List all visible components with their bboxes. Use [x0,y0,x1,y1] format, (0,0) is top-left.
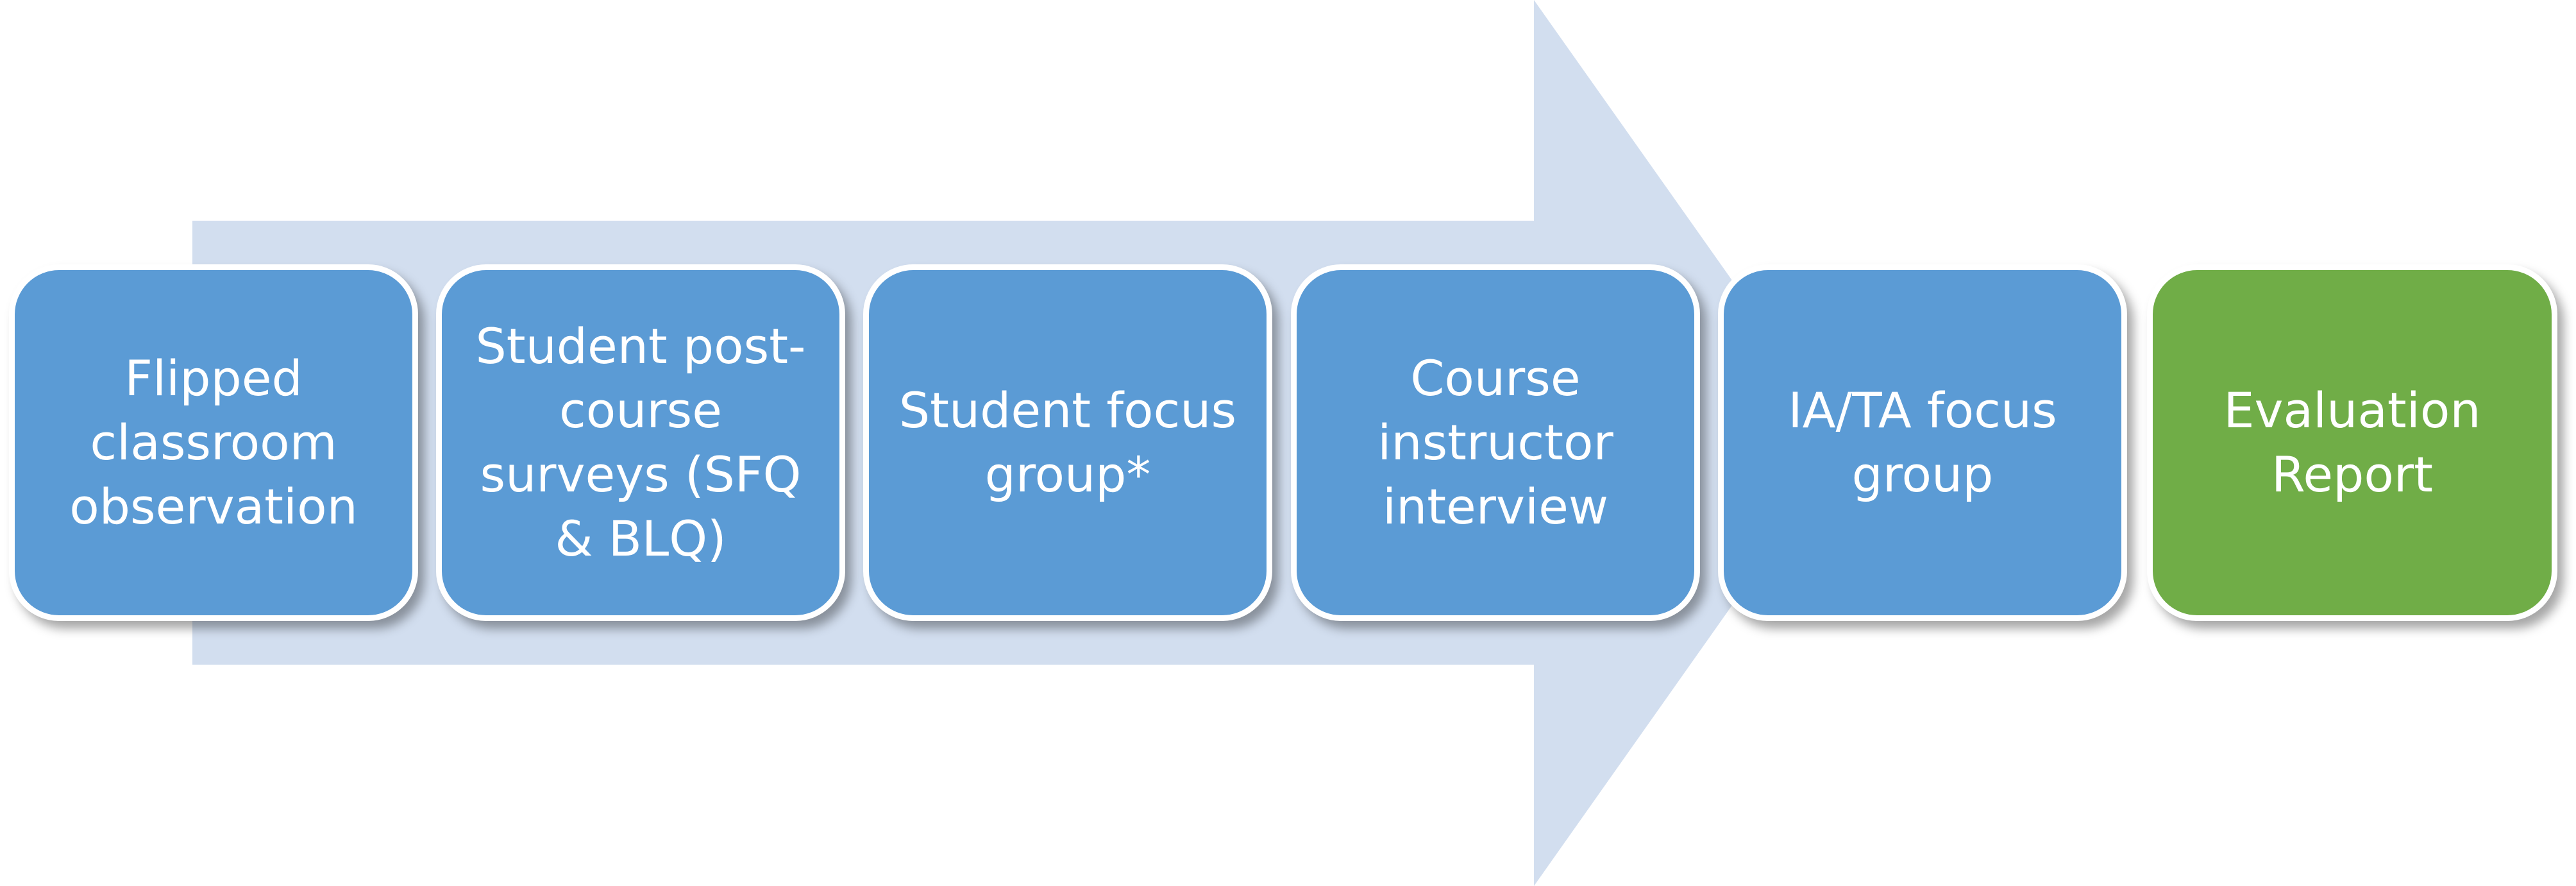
step-label: Course instructor interview [1377,350,1613,535]
step-evaluation-report: Evaluation Report [2147,264,2557,621]
step-label: IA/TA focus group [1788,382,2057,503]
step-student-focus-group: Student focus group* [863,264,1272,621]
step-label: Evaluation Report [2223,382,2481,503]
step-label: Student focus group* [898,382,1237,503]
step-course-instructor-interview: Course instructor interview [1291,264,1700,621]
step-label: Student post-course surveys (SFQ & BLQ) [475,318,806,567]
step-flipped-classroom-observation: Flipped classroom observation [9,264,418,621]
step-student-post-course-surveys: Student post-course surveys (SFQ & BLQ) [436,264,845,621]
step-label: Flipped classroom observation [69,350,358,535]
step-ia-ta-focus-group: IA/TA focus group [1718,264,2127,621]
